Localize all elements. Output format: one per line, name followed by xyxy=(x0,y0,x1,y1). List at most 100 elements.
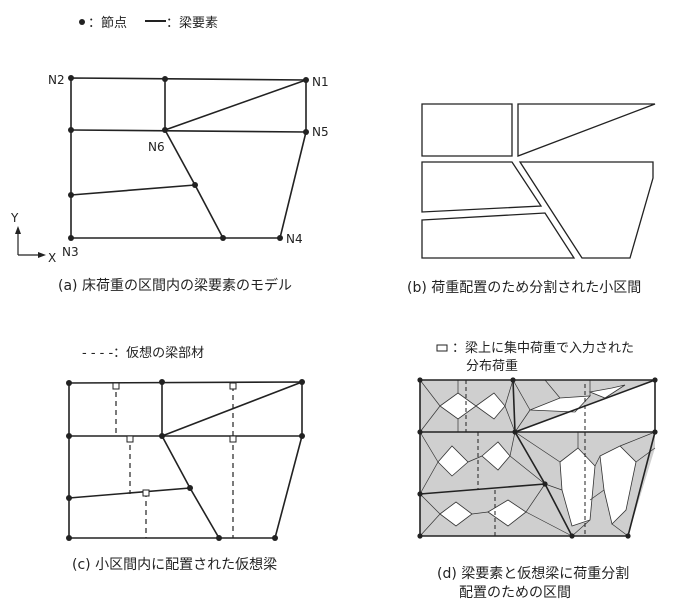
caption-a: (a) 床荷重の区間内の梁要素のモデル xyxy=(58,277,292,294)
panel-b xyxy=(421,103,656,259)
subdivision-line xyxy=(589,489,605,501)
node-dot xyxy=(68,127,74,133)
load-marker xyxy=(229,382,237,390)
subdivision-line xyxy=(504,379,514,407)
node-dot xyxy=(303,129,309,135)
node-dot xyxy=(299,433,305,439)
node-dot xyxy=(66,380,72,386)
legend-beam-label: ：梁要素 xyxy=(166,16,218,31)
caption-b: (b) 荷重配置のため分割された小区間 xyxy=(407,279,641,296)
load-marker xyxy=(229,435,237,443)
node-dot xyxy=(652,377,658,383)
node-dot xyxy=(542,481,548,487)
legend-node-label: ：節点 xyxy=(88,16,127,31)
node-marker-icon xyxy=(79,19,85,25)
panel-c-diagonal-beam xyxy=(161,381,303,437)
panel-a xyxy=(70,77,307,239)
panel-d-virtual-beams xyxy=(465,380,586,536)
node-dot xyxy=(66,495,72,501)
node-dot xyxy=(162,76,168,82)
node-dot xyxy=(512,429,518,435)
panel-d-subdivision-lines xyxy=(419,379,656,537)
node-dot xyxy=(220,235,226,241)
subdivision-line xyxy=(525,483,546,513)
node-dot xyxy=(652,429,658,435)
subregion-b5 xyxy=(518,161,654,259)
subregion-b3 xyxy=(421,161,543,213)
subdivision-line xyxy=(514,409,531,433)
subdivision-line xyxy=(514,431,561,463)
label-n6: N6 xyxy=(148,140,165,154)
subdivision-line xyxy=(419,405,441,433)
axis-y-label: Y xyxy=(10,211,19,225)
node-dot xyxy=(66,535,72,541)
axis-x-label: X xyxy=(48,251,56,265)
legend-distributed-load: ：梁上に集中荷重で入力された 分布荷重 xyxy=(436,340,634,374)
subdivision-line xyxy=(419,461,439,495)
panel-d-tributary-cells xyxy=(437,384,637,527)
subdivision-line xyxy=(419,431,439,463)
panel-a-outline xyxy=(70,77,307,239)
panel-a-slant-beam-lower xyxy=(194,184,224,239)
panel-a-diagonal-beam xyxy=(164,79,307,131)
subdivision-line xyxy=(467,455,483,463)
subdivision-line xyxy=(512,379,531,411)
node-dot xyxy=(272,535,278,541)
panel-c xyxy=(68,381,303,539)
panel-d-vertical-beam xyxy=(512,379,516,433)
node-dot xyxy=(159,379,165,385)
load-marker xyxy=(126,435,134,443)
subdivision-line xyxy=(544,379,561,399)
panel-a-slant-beam-upper xyxy=(164,129,196,186)
node-dot xyxy=(417,429,423,435)
node-dot xyxy=(68,75,74,81)
caption-d-line1: (d) 梁要素と仮想梁に荷重分割 xyxy=(437,565,629,582)
label-n3: N3 xyxy=(62,245,79,259)
tributary-cell xyxy=(588,384,626,399)
load-marker xyxy=(112,382,120,390)
legend-top: ：節点 ：梁要素 xyxy=(79,16,218,31)
panel-a-node-labels: N2 N1 N5 N6 N3 N4 xyxy=(48,73,329,259)
subdivision-line xyxy=(611,523,629,537)
panel-d-outline xyxy=(419,379,656,537)
subdivision-line xyxy=(419,493,441,515)
node-dot xyxy=(66,433,72,439)
subdivision-line xyxy=(594,455,601,467)
node-dot xyxy=(417,491,423,497)
panel-c-slant-lower xyxy=(189,487,220,539)
node-dot xyxy=(625,533,631,539)
subdivision-line xyxy=(619,431,656,447)
subdivision-line xyxy=(571,519,591,537)
subregion-b2 xyxy=(517,103,656,157)
panel-a-cross-beam xyxy=(70,184,196,196)
subregion-b1 xyxy=(421,103,513,157)
node-dot xyxy=(417,533,423,539)
subdivision-line xyxy=(419,379,441,407)
axis-indicator: Y X xyxy=(10,211,56,265)
node-dot xyxy=(187,485,193,491)
panel-c-load-markers xyxy=(112,382,237,497)
caption-d-line2: 配置のための区間 xyxy=(459,585,571,601)
x-arrow-icon xyxy=(38,252,46,258)
node-dot xyxy=(162,127,168,133)
panel-d-slant-lower xyxy=(544,483,573,537)
panel-a-mid-beam xyxy=(70,129,307,133)
panel-d xyxy=(417,377,658,539)
label-n2: N2 xyxy=(48,73,65,87)
subregion-b4 xyxy=(421,212,576,259)
node-dot xyxy=(216,535,222,541)
node-dot xyxy=(68,192,74,198)
panel-c-nodes xyxy=(66,379,305,541)
caption-c: (c) 小区間内に配置された仮想梁 xyxy=(72,557,277,573)
panel-d-beams xyxy=(419,379,656,537)
subdivision-line xyxy=(525,511,573,537)
panel-c-outline xyxy=(68,381,303,539)
subdivision-line xyxy=(504,405,516,433)
node-dot xyxy=(159,433,165,439)
panel-c-virtual-beams xyxy=(115,383,234,538)
subdivision-line xyxy=(509,431,516,457)
label-n1: N1 xyxy=(312,75,329,89)
node-dot xyxy=(417,377,423,383)
